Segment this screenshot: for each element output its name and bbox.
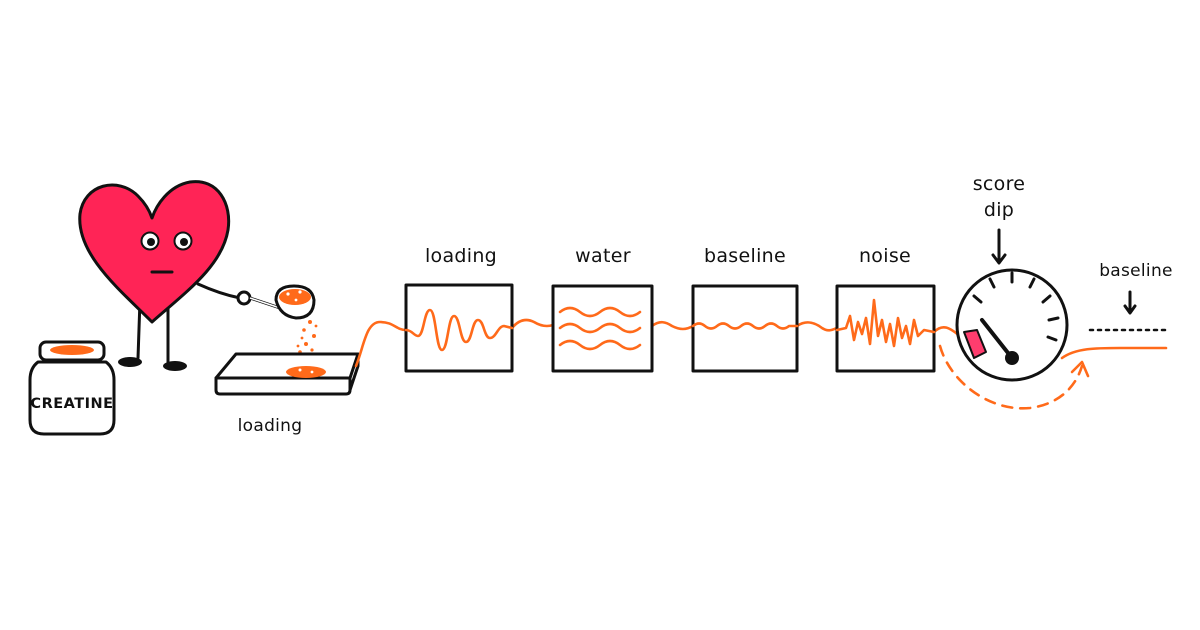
down-arrow-icon bbox=[991, 228, 1007, 265]
gauge-label-line1: score bbox=[973, 173, 1026, 195]
gauge-pivot bbox=[1005, 351, 1019, 365]
stage-noise: noise bbox=[835, 245, 936, 373]
end-baseline: baseline bbox=[1088, 261, 1173, 332]
gauge-needle bbox=[980, 318, 1014, 360]
stage-label-baseline: baseline bbox=[704, 245, 786, 267]
gauge-label-line2: dip bbox=[984, 199, 1014, 221]
stage-water: water bbox=[551, 245, 654, 373]
stage-label-water: water bbox=[575, 245, 631, 267]
signal-jagged-noise bbox=[835, 298, 936, 348]
down-arrow-icon bbox=[1123, 290, 1137, 315]
signal-damped-oscillation bbox=[404, 308, 514, 352]
gauge-dip-zone bbox=[963, 329, 987, 359]
creatine-jar: CREATINE bbox=[28, 340, 116, 436]
loading-tray: loading bbox=[214, 352, 360, 436]
stage-box-water bbox=[551, 284, 654, 373]
signal-small-ripple bbox=[691, 322, 799, 330]
end-baseline-label: baseline bbox=[1099, 261, 1173, 281]
stage-baseline: baseline bbox=[691, 245, 799, 373]
stage-score-dip: score dip bbox=[938, 173, 1090, 410]
heart-character bbox=[78, 180, 252, 371]
stage-label-noise: noise bbox=[859, 245, 911, 267]
water-wave-1 bbox=[558, 306, 642, 318]
tray-label: loading bbox=[238, 416, 303, 436]
scoop bbox=[248, 284, 316, 320]
signal-line bbox=[354, 318, 1168, 368]
stage-label-loading: loading bbox=[425, 245, 497, 267]
stage-loading: loading bbox=[404, 245, 514, 373]
recovery-arrowhead-icon bbox=[1070, 360, 1090, 378]
water-wave-2 bbox=[558, 322, 642, 334]
water-wave-3 bbox=[558, 339, 642, 351]
recovery-arrow bbox=[938, 344, 1084, 410]
jar-label: CREATINE bbox=[30, 396, 113, 412]
gauge-ticks bbox=[972, 271, 1060, 342]
